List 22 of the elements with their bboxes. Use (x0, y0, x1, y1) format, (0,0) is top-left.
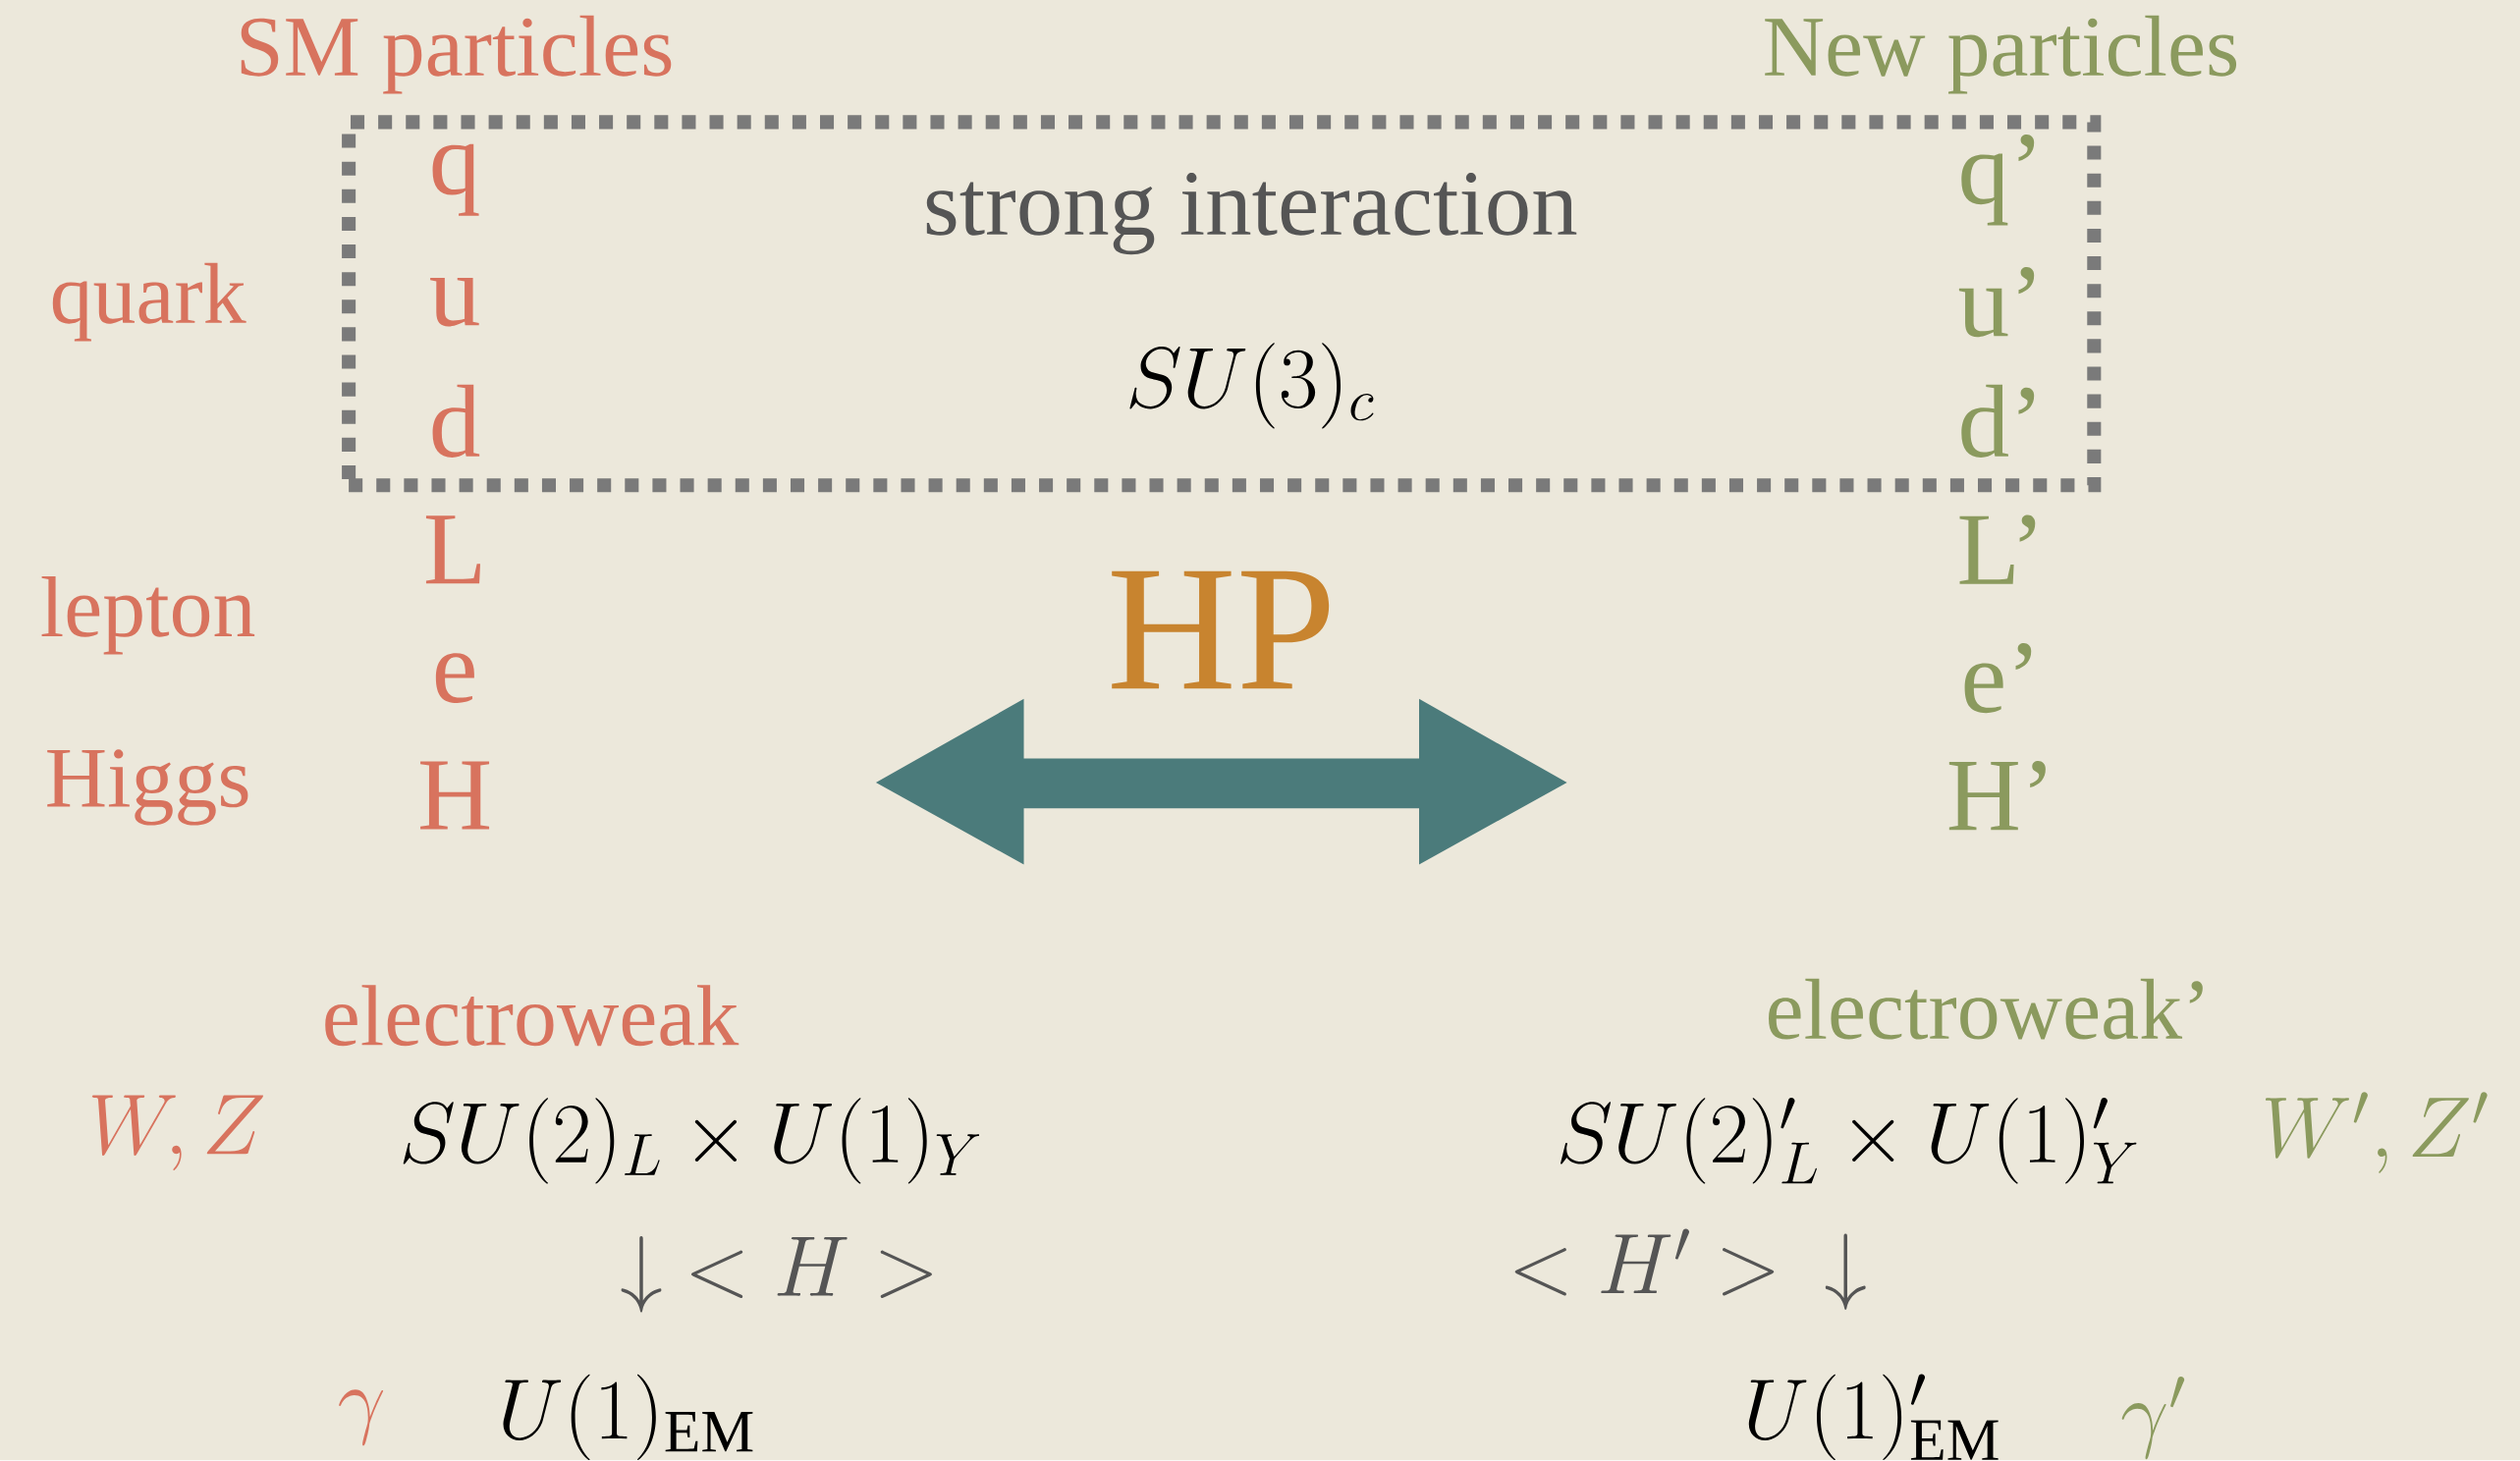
gauge-group: $U(1)'_{\rm EM}$ (1748, 1374, 1999, 1461)
boson-symbol: $\gamma$ (339, 1389, 384, 1446)
heading: electroweak (325, 985, 740, 1047)
boson-symbol: $W',Z'$ (2265, 1092, 2488, 1174)
category-label: Higgs (47, 749, 248, 826)
dashed-box: q u d strong interaction $SU(3)_c$ q’ u’ d’ (342, 115, 2102, 493)
boson-symbol: $\gamma'$ (2121, 1377, 2185, 1460)
particle-symbol: e’ (1964, 643, 2032, 714)
particle-symbol: H’ (1948, 761, 2046, 831)
heading: New particles (1765, 16, 2237, 94)
gauge-group: $U(1)_{\rm EM}$ (503, 1374, 753, 1461)
particle-symbol: e (435, 653, 474, 704)
symmetry-breaking-label: $<H'>\ \ \downarrow$ (1514, 1228, 1866, 1311)
gauge-group: $SU(2)'_L \times U(1)'_Y$ (1561, 1098, 2137, 1184)
symmetry-breaking-label: $\downarrow\ <H>$ (621, 1236, 932, 1313)
category-label: quark (52, 263, 247, 342)
boson-symbol: $W,Z$ (91, 1095, 263, 1171)
heading: electroweak’ (1769, 978, 2203, 1040)
heading: SM particles (241, 16, 672, 94)
category-label: lepton (41, 576, 255, 655)
gauge-group: $SU(2)_L \times U(1)_Y$ (403, 1098, 980, 1184)
particle-symbol: H (420, 761, 490, 830)
